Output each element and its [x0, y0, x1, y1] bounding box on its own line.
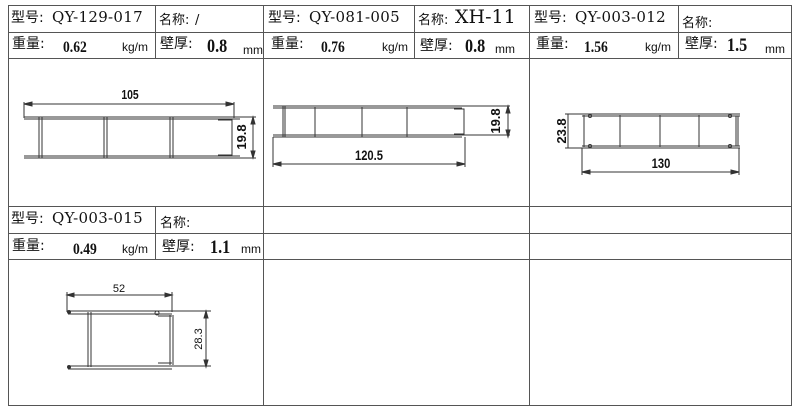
grid-line — [8, 58, 792, 59]
name-value: XH-11 — [455, 6, 516, 28]
weight-unit: kg/m — [122, 242, 149, 256]
weight-label: 重量: — [12, 238, 45, 254]
grid-line — [155, 5, 156, 58]
grid-line — [8, 32, 792, 33]
grid-line — [529, 5, 530, 406]
thickness-value: 0.8 — [465, 36, 486, 57]
model-number: QY-081-005 — [309, 8, 400, 26]
width-dimension: 120.5 — [355, 148, 383, 163]
model-label: 型号: — [268, 10, 301, 26]
thickness-label: 壁厚: — [160, 36, 193, 52]
name-label: 名称: — [418, 13, 449, 28]
grid-line — [8, 233, 792, 234]
thickness-label: 壁厚: — [420, 38, 453, 54]
thickness-unit: mm — [243, 43, 263, 57]
name-label: 名称: — [159, 13, 190, 28]
weight-unit: kg/m — [645, 40, 672, 54]
model-label: 型号: — [11, 10, 44, 26]
model-label: 型号: — [534, 10, 567, 26]
model-number: QY-129-017 — [52, 8, 143, 26]
weight-label: 重量: — [271, 36, 304, 52]
height-dimension: 19.8 — [234, 124, 249, 149]
model-number: QY-003-012 — [575, 8, 666, 26]
weight-value: 0.49 — [73, 241, 97, 258]
grid-line — [8, 259, 792, 260]
width-dimension: 105 — [121, 88, 139, 102]
grid-line — [8, 206, 792, 207]
weight-label: 重量: — [536, 36, 569, 52]
weight-value: 0.62 — [63, 39, 87, 56]
height-dimension: 23.8 — [554, 118, 569, 143]
thickness-unit: mm — [241, 242, 261, 256]
model-label: 型号: — [11, 211, 44, 227]
grid-line — [414, 5, 415, 58]
thickness-label: 壁厚: — [162, 239, 195, 255]
thickness-unit: mm — [495, 42, 515, 56]
thickness-value: 1.5 — [727, 35, 748, 56]
name-label: 名称: — [160, 216, 191, 231]
thickness-value: 1.1 — [210, 237, 231, 258]
weight-label: 重量: — [12, 36, 45, 52]
width-dimension: 130 — [652, 156, 671, 171]
weight-unit: kg/m — [382, 40, 409, 54]
weight-value: 0.76 — [321, 39, 345, 56]
grid-line — [155, 206, 156, 259]
height-dimension: 28.3 — [193, 328, 205, 349]
width-dimension: 52 — [113, 283, 125, 295]
thickness-unit: mm — [765, 42, 785, 56]
model-number: QY-003-015 — [52, 209, 143, 227]
weight-value: 1.56 — [584, 39, 608, 56]
name-label: 名称: — [682, 16, 713, 31]
profile-catalog-table — [8, 5, 792, 406]
thickness-label: 壁厚: — [685, 36, 718, 52]
empty-cell — [265, 208, 528, 405]
name-value: / — [195, 13, 200, 28]
empty-cell — [531, 208, 791, 405]
weight-unit: kg/m — [122, 40, 149, 54]
height-dimension: 19.8 — [488, 108, 503, 133]
grid-line — [263, 5, 264, 406]
grid-line — [678, 5, 679, 58]
thickness-value: 0.8 — [207, 36, 228, 57]
